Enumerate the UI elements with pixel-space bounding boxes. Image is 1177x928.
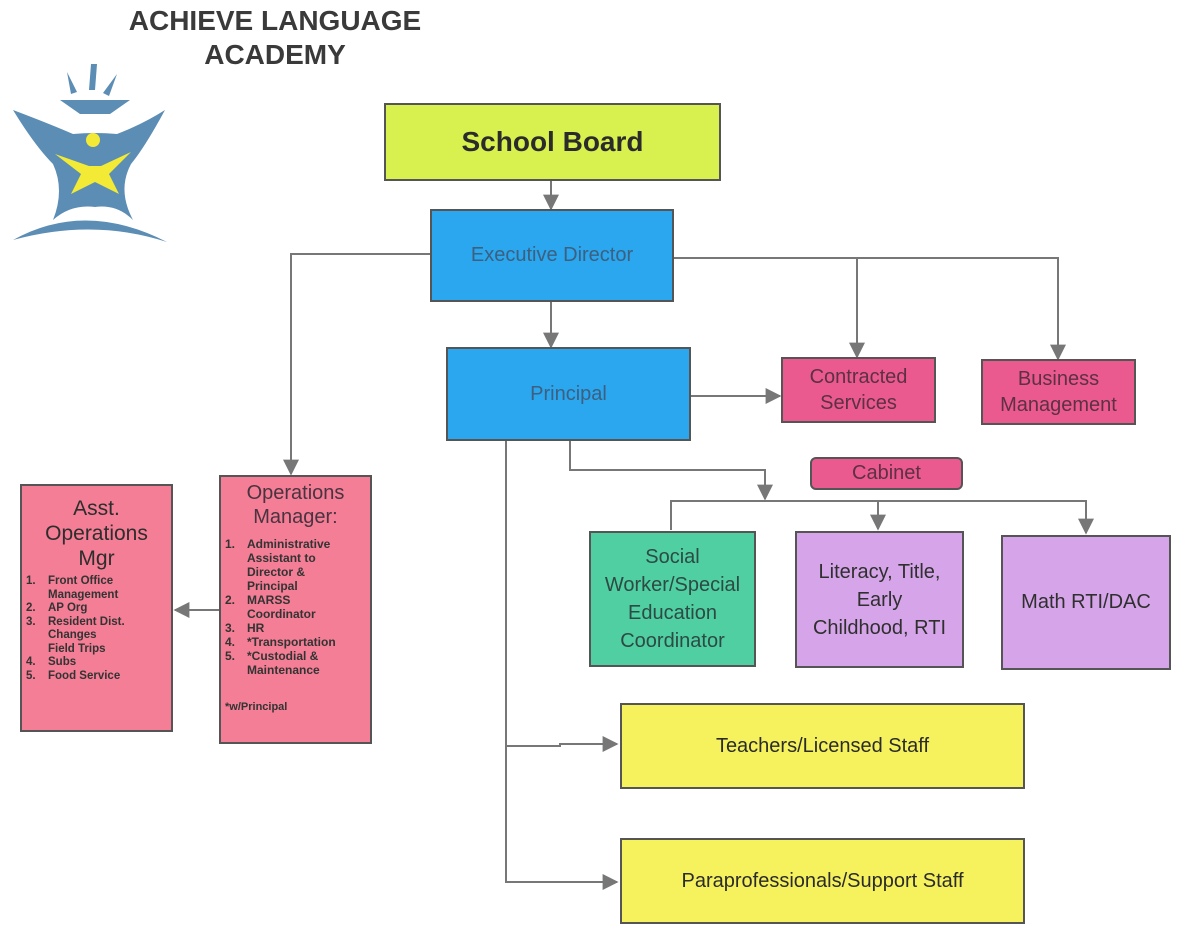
principal-box: Principal (446, 347, 691, 441)
teachers-box: Teachers/Licensed Staff (620, 703, 1025, 789)
executive-director-label: Executive Director (470, 244, 634, 266)
math-rti-label: Math RTI/DAC (1021, 591, 1151, 613)
paraprofessionals-box: Paraprofessionals/Support Staff (620, 838, 1025, 924)
teachers-label: Teachers/Licensed Staff (715, 734, 930, 757)
asst-operations-manager-title-line3: Mgr (78, 547, 115, 570)
literacy-box: Literacy, Title, Early Childhood, RTI (795, 531, 964, 668)
math-rti-box: Math RTI/DAC (1001, 535, 1171, 670)
business-management-label-line2: Management (1000, 394, 1117, 416)
operations-manager-title: Operations Manager: (225, 481, 366, 529)
asst-operations-manager-title: Asst. Operations Mgr (26, 496, 167, 571)
list-item: 4. Subs (26, 656, 77, 668)
literacy-label-line3: Childhood, RTI (812, 616, 947, 639)
contracted-services-label-line1: Contracted (809, 366, 908, 388)
star-figure-logo-icon (13, 64, 167, 242)
list-item: 2. AP Org (26, 602, 88, 614)
social-worker-label-line3: Education (628, 602, 717, 624)
social-worker-label-line4: Coordinator (620, 630, 725, 652)
social-worker-label-line2: Worker/Special (604, 574, 741, 596)
executive-director-box: Executive Director (430, 209, 674, 302)
contracted-services-box: Contracted Services (781, 357, 936, 423)
operations-manager-title-line1: Operations (246, 482, 345, 504)
list-item: 5. Food Service (26, 669, 121, 682)
list-item: 3. HR (225, 621, 265, 635)
business-management-box: Business Management (981, 359, 1136, 425)
operations-manager-footnote: *w/Principal (225, 701, 288, 713)
list-item: 1. Administrative Assistant to Director … (225, 537, 331, 593)
operations-manager-box: Operations Manager: 1. Administrative As… (219, 475, 372, 744)
cabinet-box: Cabinet (810, 457, 963, 490)
asst-operations-manager-list: 1. Front Office Management 2. AP Org 3. … (26, 575, 167, 683)
social-worker-label-line1: Social (645, 546, 700, 568)
contracted-services-label-line2: Services (820, 392, 897, 414)
literacy-label-line1: Literacy, Title, (818, 560, 941, 583)
cabinet-label: Cabinet (852, 462, 921, 484)
operations-manager-title-line2: Manager: (253, 506, 338, 528)
list-item: 3. Resident Dist. Changes Field Trips (26, 615, 125, 655)
business-management-label-line1: Business (1017, 368, 1100, 390)
organization-title: ACHIEVE LANGUAGE ACADEMY (100, 4, 450, 72)
asst-operations-manager-title-line1: Asst. (73, 497, 120, 520)
asst-operations-manager-title-line2: Operations (45, 522, 148, 545)
literacy-label-line2: Early (856, 588, 903, 611)
list-item: 5. *Custodial & Maintenance (225, 649, 320, 677)
list-item: 4. *Transportation (225, 635, 336, 649)
social-worker-box: Social Worker/Special Education Coordina… (589, 531, 756, 667)
school-board-box: School Board (384, 103, 721, 181)
asst-operations-manager-box: Asst. Operations Mgr 1. Front Office Man… (20, 484, 173, 732)
principal-label: Principal (530, 382, 607, 405)
paraprofessionals-label: Paraprofessionals/Support Staff (681, 869, 964, 892)
organization-title-line2: ACADEMY (204, 39, 346, 70)
organization-title-line1: ACHIEVE LANGUAGE (128, 5, 422, 36)
list-item: 1. Front Office Management (26, 575, 119, 601)
list-item: 2. MARSS Coordinator (225, 593, 316, 621)
school-board-label: School Board (461, 126, 644, 157)
operations-manager-list: 1. Administrative Assistant to Director … (225, 537, 366, 677)
